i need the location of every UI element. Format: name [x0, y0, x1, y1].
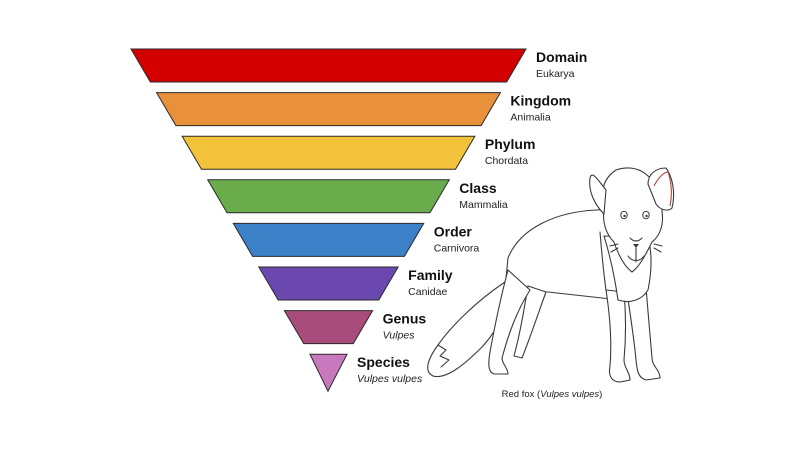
band-species — [309, 353, 348, 393]
fox-caption-suffix: ) — [599, 389, 602, 400]
fox-caption-prefix: Red fox ( — [502, 389, 541, 400]
rank-example-order: Carnivora — [434, 242, 480, 254]
fox-caption-scientific-name: Vulpes vulpes — [540, 389, 599, 400]
band-family — [257, 266, 400, 301]
rank-name-genus: Genus — [383, 311, 427, 327]
fox-icon — [427, 167, 675, 383]
band-genus — [283, 310, 374, 345]
rank-name-class: Class — [459, 180, 497, 196]
band-phylum — [181, 135, 476, 170]
band-domain — [130, 48, 527, 83]
rank-example-family: Canidae — [408, 286, 447, 298]
rank-example-domain: Eukarya — [536, 68, 575, 80]
rank-example-genus: Vulpes — [383, 330, 416, 342]
rank-example-species: Vulpes vulpes — [357, 373, 423, 385]
rank-name-kingdom: Kingdom — [510, 93, 571, 109]
band-order — [232, 222, 425, 257]
band-class — [206, 179, 451, 214]
rank-name-species: Species — [357, 354, 410, 370]
rank-example-class: Mammalia — [459, 199, 508, 211]
taxonomy-pyramid: DomainEukaryaKingdomAnimaliaPhylumChorda… — [130, 48, 587, 393]
rank-example-kingdom: Animalia — [510, 112, 550, 124]
rank-name-family: Family — [408, 267, 453, 283]
fox-caption: Red fox (Vulpes vulpes) — [502, 389, 603, 400]
rank-name-phylum: Phylum — [485, 136, 536, 152]
rank-name-order: Order — [434, 223, 473, 239]
band-kingdom — [155, 92, 502, 127]
rank-example-phylum: Chordata — [485, 155, 528, 167]
rank-name-domain: Domain — [536, 49, 587, 65]
